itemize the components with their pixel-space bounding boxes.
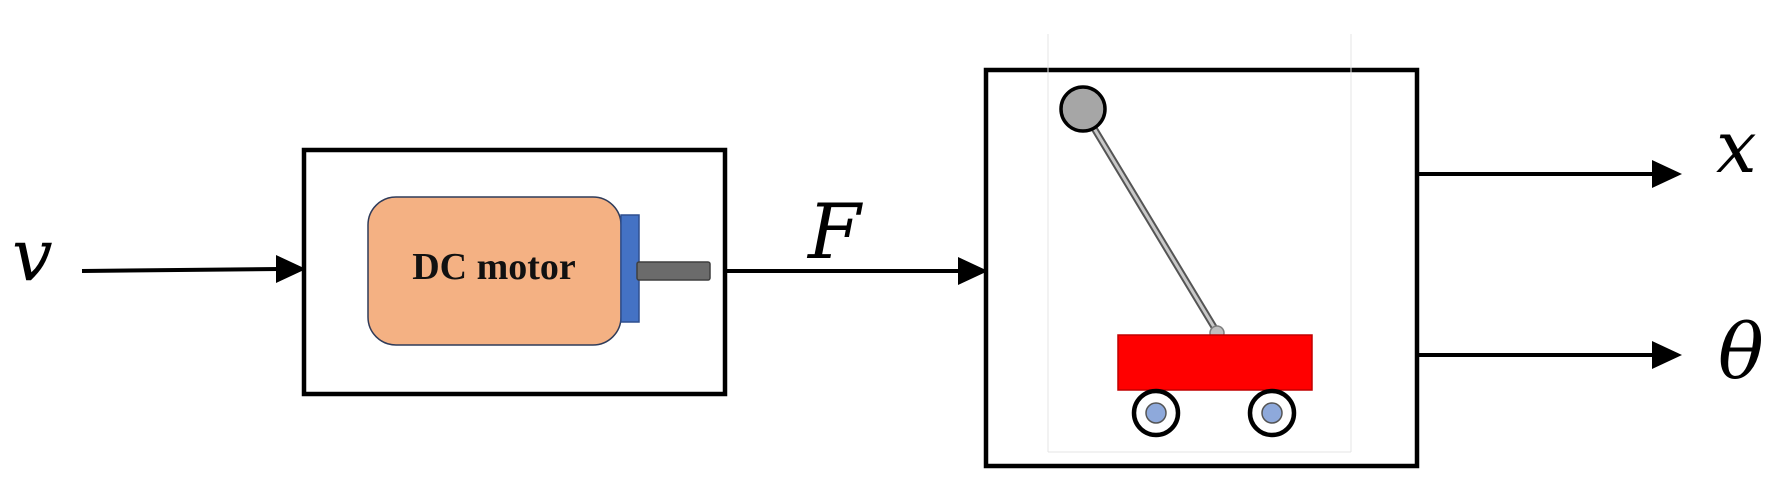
cart-body [1117,334,1313,391]
cart-pole-image [1047,34,1352,453]
arrow-force [725,257,988,285]
input-label-v: v [12,213,53,297]
output-label-x: x [1716,105,1757,189]
dc-motor: DC motor [367,196,711,346]
arrow-v-to-motor [81,255,306,283]
cart-wheel-right [1247,388,1297,438]
output-label-theta: θ [1718,307,1764,396]
arrow-output-x [1417,160,1682,188]
arrow-output-theta [1417,341,1682,369]
cart-wheel-left [1131,388,1181,438]
cart-pole-block [983,67,1420,469]
motor-shaft [636,261,711,281]
pendulum-bob [1059,85,1107,133]
motor-label: DC motor [412,246,576,288]
force-label: F [806,187,863,276]
